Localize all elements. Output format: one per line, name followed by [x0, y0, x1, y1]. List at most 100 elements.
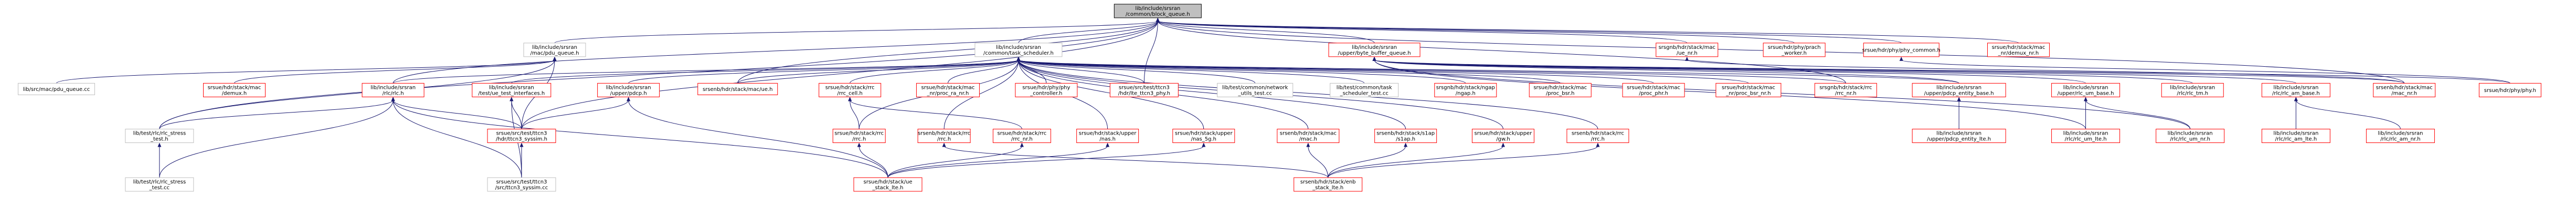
graph-node-n2[interactable]: lib/include/srsran/common/task_scheduler…	[974, 43, 1063, 57]
graph-node-n5[interactable]: srsue/hdr/phy/prach_worker.h	[1763, 43, 1826, 57]
graph-node-n39[interactable]: srsue/hdr/stack/upper/nas_5g.h	[1172, 129, 1235, 144]
graph-node-n23[interactable]: srsue/hdr/stack/mac_nr/proc_bsr_nr.h	[1715, 83, 1782, 97]
node-box	[1330, 83, 1399, 97]
graph-node-n45[interactable]: lib/include/srsran/rlc/rlc_um_lte.h	[2051, 129, 2121, 144]
node-label-line: lib/include/srsran	[2273, 131, 2318, 137]
graph-node-n31[interactable]: lib/test/rlc/rlc_stress_test.h	[125, 129, 194, 144]
graph-node-n34[interactable]: srsue/src/test/ttcn3/src/ttcn3_syssim.cc	[487, 177, 556, 192]
node-label-line: /rlc/rlc.h	[383, 90, 404, 96]
graph-node-n17[interactable]: srsue/src/test/ttcn3/hdr/lte_ttcn3_phy.h	[1109, 83, 1179, 97]
graph-node-n38[interactable]: srsue/hdr/stack/upper/nas.h	[1076, 129, 1139, 144]
graph-node-n22[interactable]: srsue/hdr/stack/mac/proc_phr.h	[1622, 83, 1685, 97]
graph-node-n8[interactable]: lib/src/mac/pdu_queue.cc	[18, 83, 96, 95]
graph-node-n30[interactable]: srsue/hdr/phy/phy.h	[2478, 83, 2541, 97]
node-box	[916, 83, 980, 97]
node-label-line: srsenb/hdr/stack/mac	[2376, 85, 2433, 90]
node-label-line: srsenb/hdr/stack/mac/ue.h	[703, 87, 773, 93]
graph-node-n32[interactable]: lib/test/rlc/rlc_stress_test.cc	[125, 177, 194, 192]
graph-node-n21[interactable]: srsue/hdr/stack/mac/proc_bsr.h	[1529, 83, 1592, 97]
graph-node-n18[interactable]: lib/test/common/network_utils_test.cc	[1217, 83, 1294, 97]
edge-n24-to-n2	[1018, 59, 1846, 84]
graph-node-n35[interactable]: srsue/hdr/stack/rrc/rrc.h	[832, 129, 886, 144]
graph-node-n42[interactable]: srsue/hdr/stack/upper/gw.h	[1471, 129, 1534, 144]
node-box	[125, 177, 194, 192]
node-label-line: /rrc_nr.h	[1835, 90, 1857, 96]
node-label-line: lib/include/srsran	[532, 45, 577, 50]
node-box	[487, 129, 556, 144]
node-box	[1114, 4, 1202, 18]
node-label-line: srsue/hdr/stack/upper	[1175, 131, 1233, 137]
graph-node-n16[interactable]: srsue/hdr/phy/phy_controller.h	[1015, 83, 1078, 97]
graph-node-n13[interactable]: srsenb/hdr/stack/mac/ue.h	[697, 83, 778, 95]
node-box	[1277, 129, 1340, 144]
node-label-line: _test.cc	[149, 185, 169, 191]
graph-node-n50[interactable]: srsenb/hdr/stack/enb_stack_lte.h	[1294, 177, 1363, 192]
graph-node-n0[interactable]: lib/include/srsran/common/block_queue.h	[1114, 4, 1202, 18]
graph-node-n48[interactable]: lib/include/srsran/rlc/rlc_am_nr.h	[2366, 129, 2435, 144]
graph-node-n41[interactable]: srsenb/hdr/stack/s1ap/s1ap.h	[1374, 129, 1437, 144]
graph-node-n44[interactable]: lib/include/srsran/upper/pdcp_entity_lte…	[1912, 129, 2006, 144]
node-label-line: srsue/hdr/stack/mac	[1722, 85, 1775, 90]
node-label-line: /rlc/rlc_am_base.h	[2272, 90, 2320, 96]
node-box	[1529, 83, 1592, 97]
edge-n30-to-n6	[1901, 59, 2510, 84]
edge-n31-to-n0	[159, 21, 1158, 129]
node-label-line: lib/src/mac/pdu_queue.cc	[23, 87, 90, 93]
graph-node-n9[interactable]: srsue/hdr/stack/mac/demux.h	[203, 83, 266, 97]
node-label-line: /rrc.h	[1591, 137, 1605, 142]
graph-node-n20[interactable]: srsgnb/hdr/stack/ngap/ngap.h	[1434, 83, 1497, 97]
node-label-line: srsenb/hdr/stack/s1ap	[1376, 131, 1435, 137]
graph-node-n10[interactable]: lib/include/srsran/rlc/rlc.h	[362, 83, 425, 97]
graph-node-n27[interactable]: lib/include/srsran/rlc/rlc_tm.h	[2161, 83, 2224, 97]
node-label-line: /upper/pdcp_entity_base.h	[1924, 90, 1994, 96]
edge-n5-to-n0	[1157, 21, 1795, 44]
node-label-line: lib/include/srsran	[2378, 131, 2423, 137]
node-label-line: /rlc/rlc_am_lte.h	[2275, 137, 2317, 142]
edge-n19-to-n2	[1018, 59, 1365, 84]
graph-node-n47[interactable]: lib/include/srsran/rlc/rlc_am_lte.h	[2261, 129, 2330, 144]
node-label-line: lib/include/srsran	[2170, 85, 2215, 90]
graph-node-n25[interactable]: lib/include/srsran/upper/pdcp_entity_bas…	[1912, 83, 2006, 97]
graph-node-n4[interactable]: srsgnb/hdr/stack/mac/ue_nr.h	[1656, 43, 1719, 57]
graph-node-n14[interactable]: srsue/hdr/stack/rrc/rrc_cell.h	[819, 83, 882, 97]
edge-n49-to-n35	[858, 146, 888, 178]
graph-node-n49[interactable]: srsue/hdr/stack/ue_stack_lte.h	[853, 177, 923, 192]
graph-node-n3[interactable]: lib/include/srsran/upper/byte_buffer_que…	[1328, 43, 1420, 57]
edge-n1-to-n0	[554, 21, 1158, 44]
edge-arrowhead	[1016, 56, 1021, 61]
edge-n29-to-n4	[1687, 59, 2405, 84]
node-label-line: srsue/hdr/stack/mac	[1533, 85, 1587, 90]
graph-node-n43[interactable]: srsenb/hdr/stack/rrc/rrc.h	[1566, 129, 1629, 144]
edge-n2-to-n0	[1018, 21, 1158, 44]
graph-node-n1[interactable]: lib/include/srsran/mac/pdu_queue.h	[523, 43, 586, 57]
node-label-line: /rrc_nr.h	[1011, 137, 1033, 142]
node-box	[125, 129, 194, 144]
graph-node-n26[interactable]: lib/include/srsran/upper/rlc_um_base.h	[2051, 83, 2121, 97]
graph-node-n15[interactable]: srsue/hdr/stack/mac_nr/proc_ra_nr.h	[916, 83, 980, 97]
edge-n14-to-n2	[850, 59, 1019, 84]
node-box	[487, 177, 556, 192]
edge-n13-to-n0	[737, 21, 1158, 84]
node-box	[2261, 83, 2330, 97]
graph-node-n37[interactable]: srsue/hdr/stack/rrc/rrc_nr.h	[992, 129, 1051, 144]
node-box	[1715, 83, 1782, 97]
graph-node-n46[interactable]: lib/include/srsran/rlc/rlc_um_nr.h	[2156, 129, 2225, 144]
graph-node-n6[interactable]: srsue/hdr/phy/phy_common.h	[1862, 43, 1941, 57]
graph-node-n24[interactable]: srsgnb/hdr/stack/rrc/rrc_nr.h	[1814, 83, 1877, 97]
edge-n50-to-n41	[1328, 146, 1406, 178]
node-label-line: srsue/hdr/stack/mac	[208, 85, 261, 90]
node-label-line: lib/include/srsran	[370, 85, 416, 90]
graph-node-n33[interactable]: srsue/src/test/ttcn3/hdr/ttcn3_syssim.h	[487, 129, 556, 144]
graph-node-n19[interactable]: lib/test/common/task_scheduler_test.cc	[1330, 83, 1399, 97]
graph-node-n12[interactable]: lib/include/srsran/upper/pdcp.h	[597, 83, 660, 97]
graph-node-n28[interactable]: lib/include/srsran/rlc/rlc_am_base.h	[2261, 83, 2330, 97]
graph-node-n7[interactable]: srsue/hdr/stack/mac_nr/demux_nr.h	[1987, 43, 2050, 57]
node-label-line: /test/ue_test_interfaces.h	[478, 90, 545, 96]
graph-node-n11[interactable]: lib/include/srsran/test/ue_test_interfac…	[472, 83, 552, 97]
node-label-line: lib/test/rlc/rlc_stress	[133, 131, 186, 137]
graph-node-n40[interactable]: srsenb/hdr/stack/mac/mac.h	[1277, 129, 1340, 144]
node-box	[974, 43, 1063, 57]
edge-n49-to-n39	[887, 146, 1204, 178]
graph-node-n29[interactable]: srsenb/hdr/stack/mac/mac_nr.h	[2373, 83, 2436, 97]
graph-node-n36[interactable]: srsenb/hdr/stack/rrc/rrc.h	[917, 129, 971, 144]
